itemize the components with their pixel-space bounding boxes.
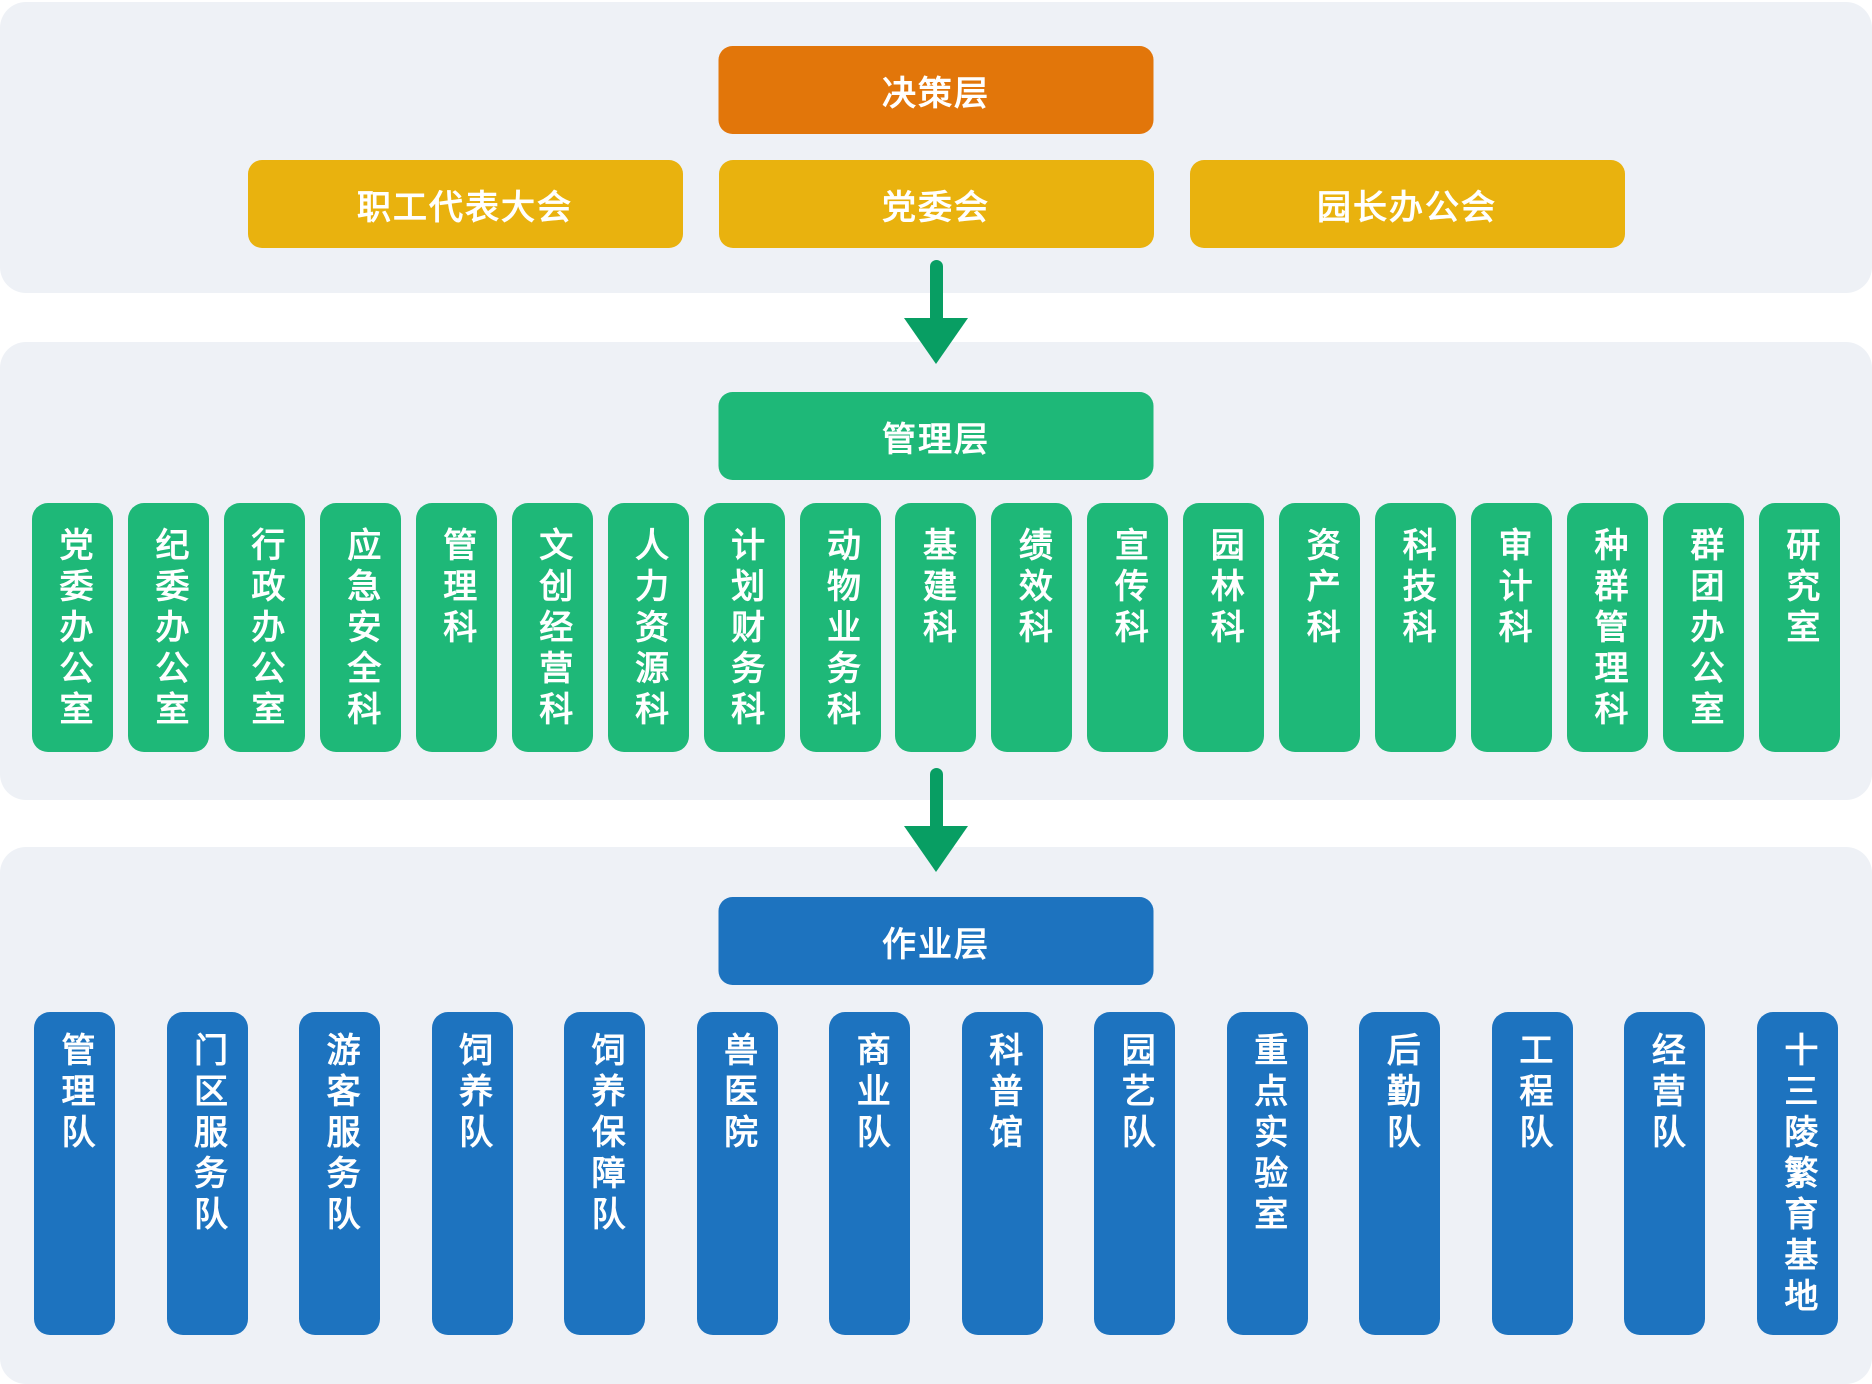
department-node: 基建科 — [895, 503, 977, 752]
department-label: 群团办公室 — [1684, 527, 1723, 732]
department-label: 行政办公室 — [245, 527, 284, 732]
department-label: 纪委办公室 — [149, 527, 188, 732]
department-node: 科技科 — [1375, 503, 1457, 752]
department-label: 绩效科 — [1013, 527, 1052, 650]
unit-node: 园艺队 — [1094, 1012, 1176, 1335]
department-node: 行政办公室 — [223, 503, 305, 752]
arrow-down-icon — [904, 768, 968, 872]
department-label: 党委办公室 — [54, 527, 92, 732]
department-node: 宣传科 — [1087, 503, 1169, 752]
management-layer-section: 管理层 党委办公室 纪委办公室 行政办公室 应急安全科 管理科 文创经营科 人力… — [0, 342, 1872, 800]
unit-label: 饲养队 — [453, 1032, 492, 1155]
unit-node: 游客服务队 — [299, 1012, 381, 1335]
department-label: 资产科 — [1301, 527, 1340, 650]
unit-label: 游客服务队 — [321, 1032, 360, 1237]
decision-body-node: 职工代表大会 — [247, 160, 683, 248]
department-node: 研究室 — [1758, 503, 1840, 752]
unit-label: 兽医院 — [718, 1032, 757, 1155]
department-node: 计划财务科 — [703, 503, 785, 752]
unit-node: 十三陵繁育基地 — [1756, 1012, 1838, 1335]
department-label: 科技科 — [1397, 527, 1436, 650]
unit-label: 工程队 — [1513, 1032, 1552, 1155]
unit-node: 经营队 — [1624, 1012, 1706, 1335]
management-layer-title: 管理层 — [718, 392, 1154, 480]
unit-label: 后勤队 — [1381, 1032, 1420, 1155]
unit-label: 科普馆 — [983, 1032, 1022, 1155]
department-node: 资产科 — [1279, 503, 1361, 752]
unit-label: 十三陵繁育基地 — [1778, 1032, 1817, 1319]
department-label: 基建科 — [917, 527, 956, 650]
unit-node: 后勤队 — [1359, 1012, 1441, 1335]
unit-label: 饲养保障队 — [586, 1032, 625, 1237]
department-node: 文创经营科 — [511, 503, 593, 752]
decision-body-node: 园长办公会 — [1189, 160, 1625, 248]
unit-node: 商业队 — [829, 1012, 911, 1335]
operation-units-row: 管理队 门区服务队 游客服务队 饲养队 饲养保障队 兽医院 商业队 科普馆 园艺… — [0, 1012, 1872, 1335]
arrow-stem — [929, 768, 943, 826]
unit-label: 管理队 — [56, 1032, 94, 1155]
unit-label: 经营队 — [1646, 1032, 1685, 1155]
unit-node: 饲养队 — [431, 1012, 513, 1335]
department-label: 管理科 — [437, 527, 476, 650]
department-node: 种群管理科 — [1567, 503, 1648, 752]
operation-layer-section: 作业层 管理队 门区服务队 游客服务队 饲养队 饲养保障队 兽医院 商业队 科普… — [0, 847, 1872, 1384]
decision-layer-title: 决策层 — [718, 46, 1154, 134]
operation-layer-title: 作业层 — [718, 897, 1154, 985]
management-departments-row: 党委办公室 纪委办公室 行政办公室 应急安全科 管理科 文创经营科 人力资源科 … — [0, 503, 1872, 752]
department-label: 计划财务科 — [725, 527, 764, 732]
department-node: 绩效科 — [991, 503, 1073, 752]
arrow-head — [904, 318, 968, 364]
unit-node: 兽医院 — [696, 1012, 778, 1335]
department-label: 审计科 — [1493, 527, 1532, 650]
unit-label: 商业队 — [851, 1032, 890, 1155]
department-node: 审计科 — [1471, 503, 1553, 752]
decision-body-node: 党委会 — [718, 160, 1154, 248]
department-label: 宣传科 — [1109, 527, 1148, 650]
unit-label: 门区服务队 — [188, 1032, 227, 1237]
department-node: 群团办公室 — [1662, 503, 1744, 752]
arrow-head — [904, 826, 968, 872]
unit-label: 园艺队 — [1116, 1032, 1155, 1155]
department-label: 园林科 — [1205, 527, 1244, 650]
department-label: 应急安全科 — [341, 527, 380, 732]
decision-bodies-row: 职工代表大会 党委会 园长办公会 — [0, 160, 1872, 248]
department-node: 应急安全科 — [319, 503, 401, 752]
unit-node: 科普馆 — [961, 1012, 1043, 1335]
department-node: 党委办公室 — [32, 503, 113, 752]
decision-layer-section: 决策层 职工代表大会 党委会 园长办公会 — [0, 2, 1872, 293]
department-label: 人力资源科 — [629, 527, 668, 732]
department-node: 人力资源科 — [607, 503, 689, 752]
arrow-stem — [929, 260, 943, 318]
unit-node: 饲养保障队 — [564, 1012, 646, 1335]
unit-node: 门区服务队 — [166, 1012, 248, 1335]
department-node: 管理科 — [415, 503, 497, 752]
unit-node: 管理队 — [34, 1012, 115, 1335]
department-label: 文创经营科 — [533, 527, 572, 732]
unit-node: 重点实验室 — [1226, 1012, 1308, 1335]
unit-label: 重点实验室 — [1248, 1032, 1287, 1237]
department-label: 研究室 — [1780, 527, 1819, 650]
department-node: 动物业务科 — [799, 503, 881, 752]
department-label: 动物业务科 — [821, 527, 860, 732]
unit-node: 工程队 — [1491, 1012, 1573, 1335]
department-node: 纪委办公室 — [127, 503, 209, 752]
department-label: 种群管理科 — [1589, 527, 1627, 732]
arrow-down-icon — [904, 260, 968, 364]
department-node: 园林科 — [1183, 503, 1265, 752]
